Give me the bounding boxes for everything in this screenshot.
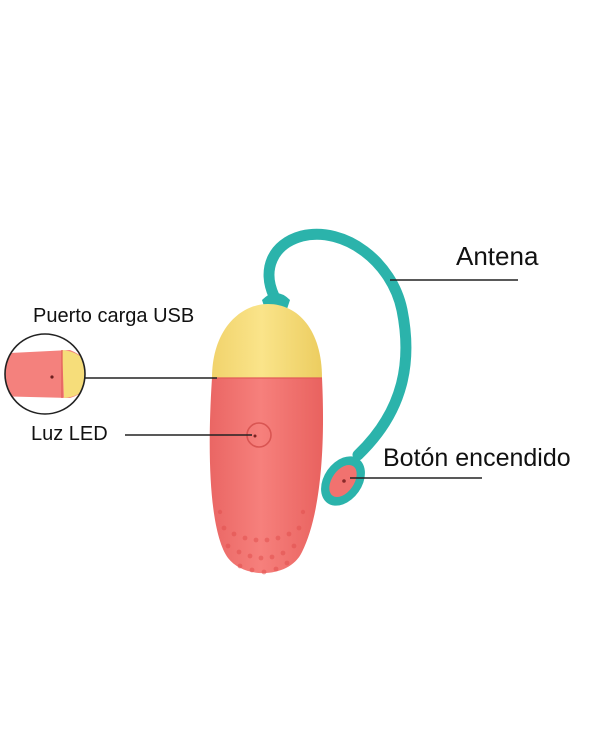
- egg-cap: [212, 304, 322, 378]
- texture-bumps: [217, 509, 306, 575]
- antenna-cord: [263, 228, 412, 461]
- label-usb-port: Puerto carga USB: [33, 305, 195, 327]
- label-power-button: Botón encendido: [383, 444, 571, 472]
- usb-port-inset: [4, 333, 86, 415]
- label-led: Luz LED: [31, 423, 108, 445]
- egg-body: [209, 378, 324, 574]
- power-button-pod: [321, 456, 365, 506]
- label-antenna: Antena: [456, 241, 539, 271]
